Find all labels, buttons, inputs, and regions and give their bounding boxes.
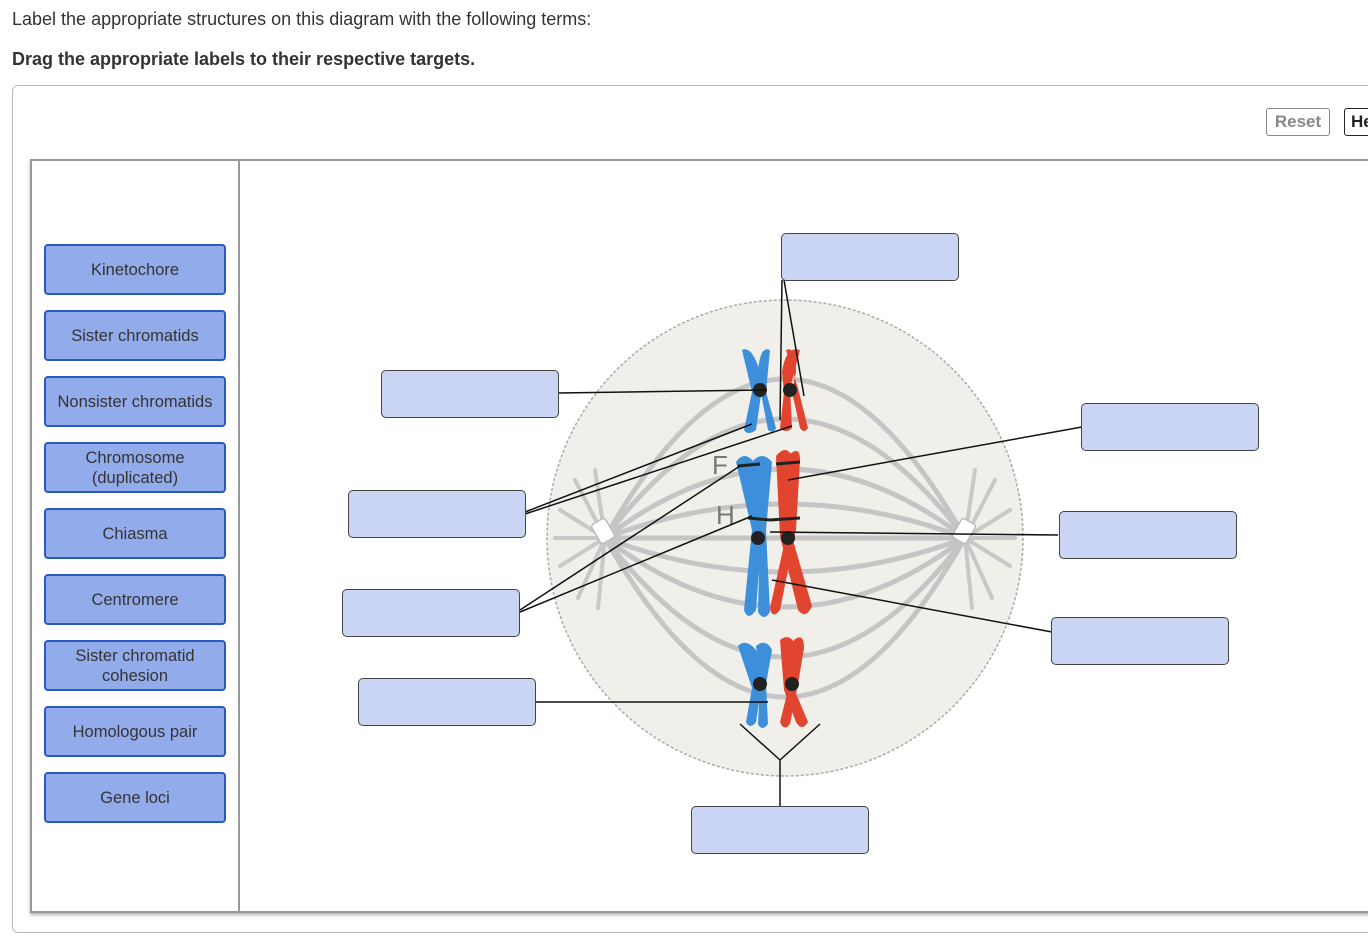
reset-button[interactable]: Reset [1266,108,1330,136]
chromosome-pair-bottom [738,637,808,728]
leader-lines [519,279,1083,806]
label-nonsister-chromatids[interactable]: Nonsister chromatids [44,376,226,427]
drop-target-top[interactable] [781,233,959,281]
label-chiasma[interactable]: Chiasma [44,508,226,559]
drop-target-right-2[interactable] [1059,511,1237,559]
label-bank-divider [238,161,240,911]
label-sister-chromatid-cohesion[interactable]: Sister chromatid cohesion [44,640,226,691]
chromosome-pair-middle [736,450,812,617]
drop-target-right-3[interactable] [1051,617,1229,665]
label-homologous-pair[interactable]: Homologous pair [44,706,226,757]
aster-left [553,468,607,610]
label-chromosome-duplicated[interactable]: Chromosome (duplicated) [44,442,226,493]
drop-target-left-3[interactable] [342,589,520,637]
centriole-right [951,517,977,545]
activity-frame [12,85,1368,933]
chromosome-pair-top [742,349,808,433]
drop-target-left-1[interactable] [381,370,559,418]
label-sister-chromatids[interactable]: Sister chromatids [44,310,226,361]
help-button[interactable]: He [1344,108,1368,136]
instruction-text: Label the appropriate structures on this… [12,9,592,29]
label-centromere[interactable]: Centromere [44,574,226,625]
centriole-left [590,517,616,545]
label-gene-loci[interactable]: Gene loci [44,772,226,823]
gene-marker-f: F [712,450,728,480]
drop-target-bottom[interactable] [691,806,869,854]
label-kinetochore[interactable]: Kinetochore [44,244,226,295]
drop-target-right-1[interactable] [1081,403,1259,451]
drop-target-left-4[interactable] [358,678,536,726]
gene-marker-h: H [716,500,735,530]
drop-target-left-2[interactable] [348,490,526,538]
workspace [30,159,1368,913]
instruction-drag-text: Drag the appropriate labels to their res… [12,49,476,69]
